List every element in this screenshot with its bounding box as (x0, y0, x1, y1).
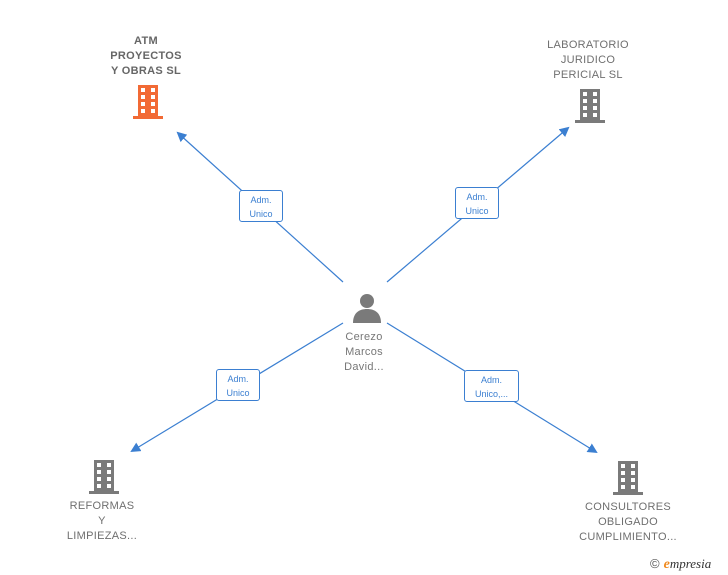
building-icon[interactable] (575, 89, 605, 123)
company-label-atm[interactable]: ATM PROYECTOS Y OBRAS SL (110, 35, 182, 77)
edge-role-label-atm[interactable]: Adm. Unico (239, 190, 283, 222)
building-icon[interactable] (89, 460, 119, 494)
building-icon[interactable] (133, 85, 163, 119)
copyright-icon: © (650, 556, 660, 571)
brand-logo: ©empresia (650, 556, 712, 572)
edge-role-label-laboratorio[interactable]: Adm. Unico (455, 187, 499, 219)
company-label-reformas[interactable]: REFORMAS Y LIMPIEZAS... (66, 500, 138, 542)
person-label[interactable]: Cerezo Marcos David... (344, 331, 384, 373)
person-icon[interactable] (352, 293, 382, 323)
company-label-consultores[interactable]: CONSULTORES OBLIGADO CUMPLIMIENTO... (579, 501, 677, 543)
building-icon[interactable] (613, 461, 643, 495)
company-label-laboratorio[interactable]: LABORATORIO JURIDICO PERICIAL SL (547, 39, 629, 81)
edge-role-label-reformas[interactable]: Adm. Unico (216, 369, 260, 401)
edge-role-label-consultores[interactable]: Adm. Unico,... (464, 370, 519, 402)
